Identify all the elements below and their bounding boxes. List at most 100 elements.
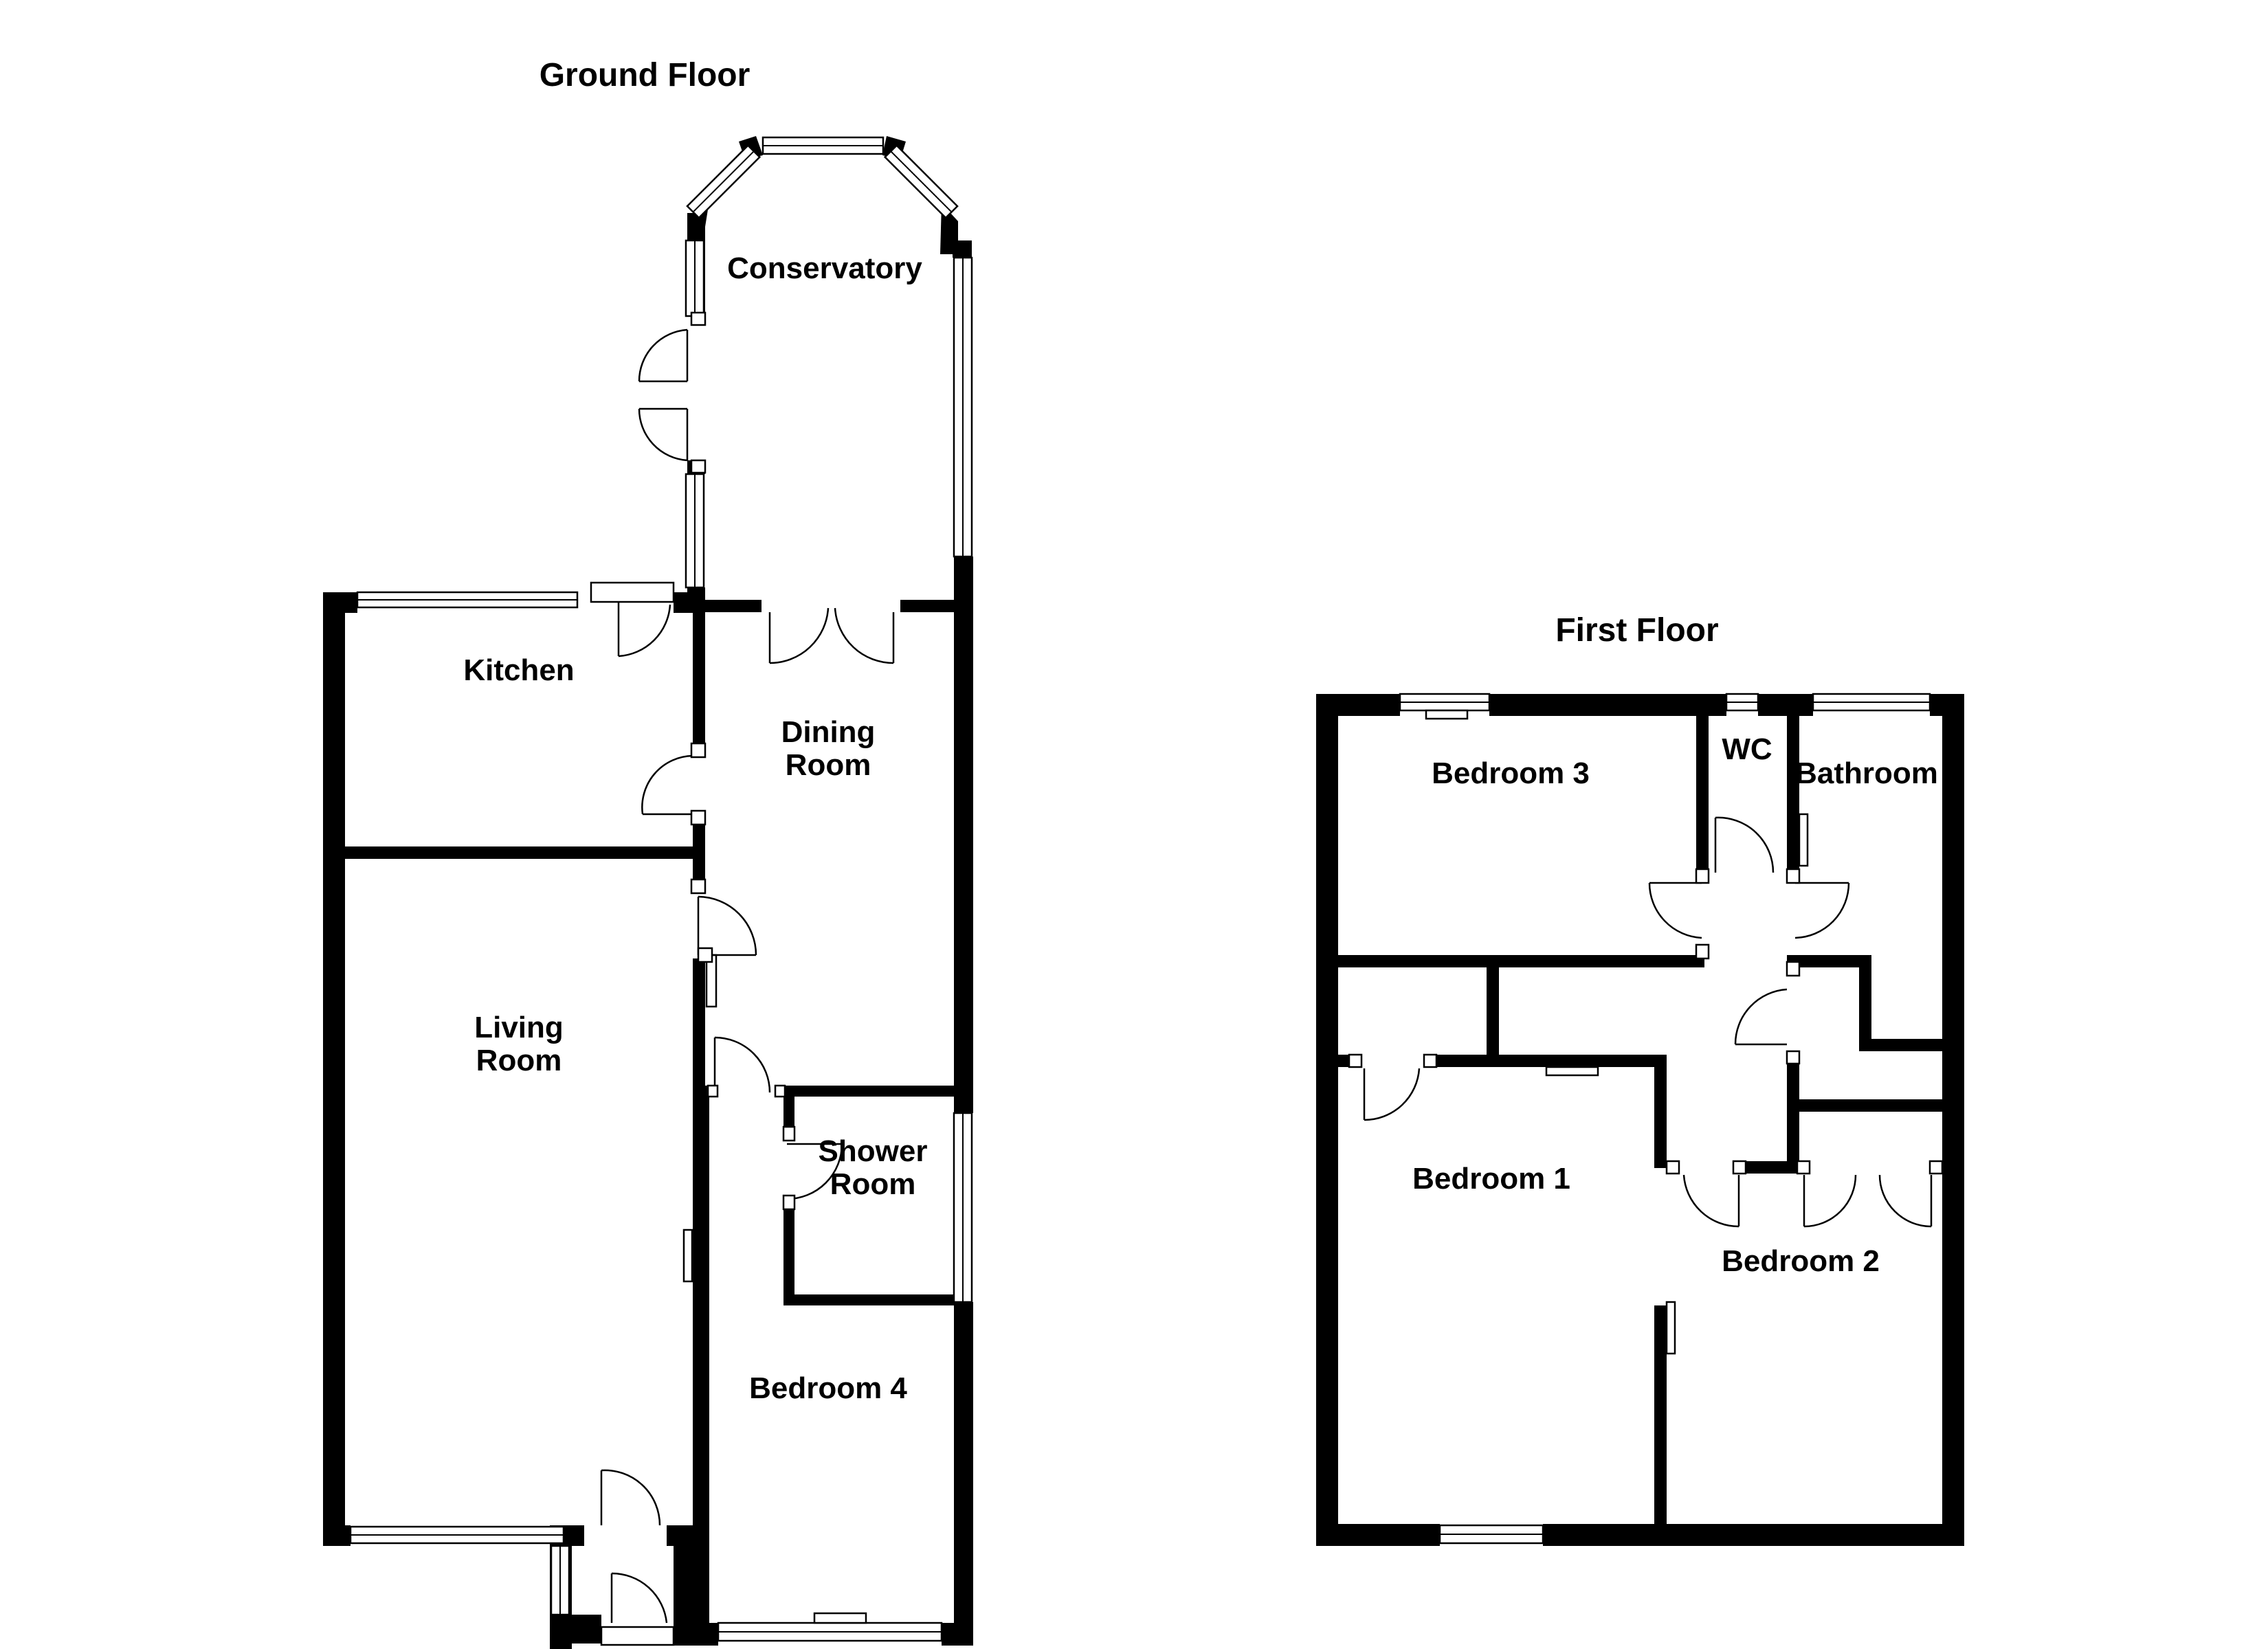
bedroom-1-label: Bedroom 1 xyxy=(1412,1162,1570,1196)
bedroom3-wc-partition xyxy=(1696,708,1709,876)
shower-room-window xyxy=(953,1112,973,1303)
porch-window xyxy=(550,1545,570,1616)
bedroom3-window xyxy=(1399,693,1491,720)
porch-wall-east xyxy=(674,1525,704,1646)
jamb xyxy=(690,311,707,326)
jamb xyxy=(697,947,713,963)
conservatory-window-ne xyxy=(883,144,959,219)
conservatory-walls xyxy=(687,136,972,608)
living-room-radiator xyxy=(682,1229,693,1283)
landing-cupboard-south xyxy=(1859,1039,1948,1051)
jamb xyxy=(1665,1160,1680,1175)
jamb xyxy=(774,1084,786,1098)
jamb xyxy=(1348,1053,1363,1068)
bedroom2-cupboard-west xyxy=(1787,1099,1799,1168)
conservatory-window-west-lower xyxy=(685,473,705,589)
east-wall-lower xyxy=(954,1302,973,1646)
east-wall-upper xyxy=(954,557,973,1113)
kitchen-dining-partition-top xyxy=(693,605,705,749)
porch-wall-corner xyxy=(550,1615,601,1644)
jamb xyxy=(782,1125,796,1142)
first-floor-door-jambs xyxy=(1348,868,1944,1175)
bedroom4-south-wall-left xyxy=(701,1623,718,1646)
first-floor-doors xyxy=(1363,816,1933,1228)
bedroom3-door xyxy=(1648,882,1702,939)
kitchen-dining-door xyxy=(641,754,693,816)
bedroom-4-label: Bedroom 4 xyxy=(749,1371,907,1405)
conservatory-window-east xyxy=(953,256,973,558)
bathroom-window xyxy=(1812,693,1931,712)
first-outer-east-wall xyxy=(1942,694,1964,1546)
kitchen-north-wall-left xyxy=(323,592,357,613)
jamb xyxy=(1786,961,1801,977)
kitchen-window xyxy=(356,591,579,609)
first-outer-north-wall-3 xyxy=(1758,694,1813,716)
shower-room-label-line1: Shower xyxy=(819,1134,928,1168)
bedroom2-radiator xyxy=(1665,1301,1676,1355)
bedroom-3-label: Bedroom 3 xyxy=(1432,756,1590,790)
bathroom-radiator xyxy=(1798,813,1809,867)
kitchen-back-door xyxy=(617,602,671,658)
wc-door xyxy=(1714,816,1775,873)
wc-bathroom-partition xyxy=(1787,708,1799,876)
front-door xyxy=(610,1572,668,1624)
bathroom-door xyxy=(1794,882,1850,939)
conservatory-french-doors xyxy=(638,328,689,462)
jamb xyxy=(1786,868,1801,884)
first-outer-south-wall-2 xyxy=(1543,1524,1964,1546)
porch-door-frame xyxy=(600,1626,675,1646)
ground-floor-door-jambs xyxy=(690,311,796,1211)
jamb xyxy=(1732,1160,1747,1175)
ground-floor-title: Ground Floor xyxy=(540,57,751,93)
ground-floor-windows xyxy=(349,136,973,1646)
jamb xyxy=(1695,943,1710,960)
conservatory-window-top xyxy=(761,136,885,155)
first-outer-north-wall-2 xyxy=(1489,694,1726,716)
dining-north-wall-left xyxy=(693,600,761,612)
bedroom4-west-wall xyxy=(698,1086,709,1635)
kitchen-dining-partition-mid xyxy=(693,821,705,890)
ground-floor-doors xyxy=(600,328,895,1624)
kitchen-living-partition xyxy=(345,846,696,859)
dining-room-label-line2: Room xyxy=(786,748,871,782)
shower-west-wall-bottom xyxy=(783,1209,794,1305)
bedroom1-window xyxy=(1438,1524,1544,1545)
ground-floor-labels: Conservatory Kitchen Dining Room Living … xyxy=(463,251,927,1405)
bedroom1-radiator xyxy=(1545,1066,1599,1077)
dining-north-wall-right xyxy=(900,600,955,612)
landing-cupboard-door xyxy=(1734,988,1788,1046)
jamb xyxy=(782,1194,796,1211)
conservatory-east-post xyxy=(953,240,972,258)
living-room-label-line2: Room xyxy=(476,1044,562,1077)
living-room-west-wall xyxy=(323,592,345,1544)
jamb xyxy=(1423,1053,1438,1068)
jamb xyxy=(1928,1160,1944,1175)
ground-floor-walls xyxy=(323,557,973,1649)
bedroom3-south-wall xyxy=(1330,955,1704,967)
first-floor-labels: Bedroom 3 WC Bathroom Bedroom 1 Bedroom … xyxy=(1412,732,1938,1278)
jamb xyxy=(690,878,707,895)
conservatory-label: Conservatory xyxy=(727,251,922,285)
porch-inner-door xyxy=(600,1469,661,1526)
bedroom1-bedroom2-partition-lower xyxy=(1654,1305,1667,1532)
jamb xyxy=(690,459,707,474)
conservatory-west-post-bottom xyxy=(687,587,705,608)
living-room-window xyxy=(349,1525,565,1545)
bedroom1-north-wall-left xyxy=(1330,1055,1349,1067)
shower-room-label-line2: Room xyxy=(830,1167,916,1201)
jamb xyxy=(1695,868,1710,884)
ground-floor-plan: Ground Floor xyxy=(323,57,973,1649)
kitchen-door-frame xyxy=(590,581,675,603)
first-outer-south-wall-1 xyxy=(1316,1524,1440,1546)
jamb xyxy=(690,809,707,826)
bedroom1-door xyxy=(1363,1068,1421,1121)
bedroom4-door xyxy=(713,1036,771,1093)
first-floor-plan: First Floor xyxy=(1316,612,1964,1546)
bedroom2-wardrobe-doors xyxy=(1803,1174,1933,1228)
bedroom-2-label: Bedroom 2 xyxy=(1722,1244,1880,1278)
bedroom1-bedroom2-partition xyxy=(1654,1055,1667,1168)
conservatory-window-west-upper xyxy=(685,239,705,317)
jamb xyxy=(1786,1050,1801,1065)
bedroom4-window xyxy=(717,1612,943,1642)
